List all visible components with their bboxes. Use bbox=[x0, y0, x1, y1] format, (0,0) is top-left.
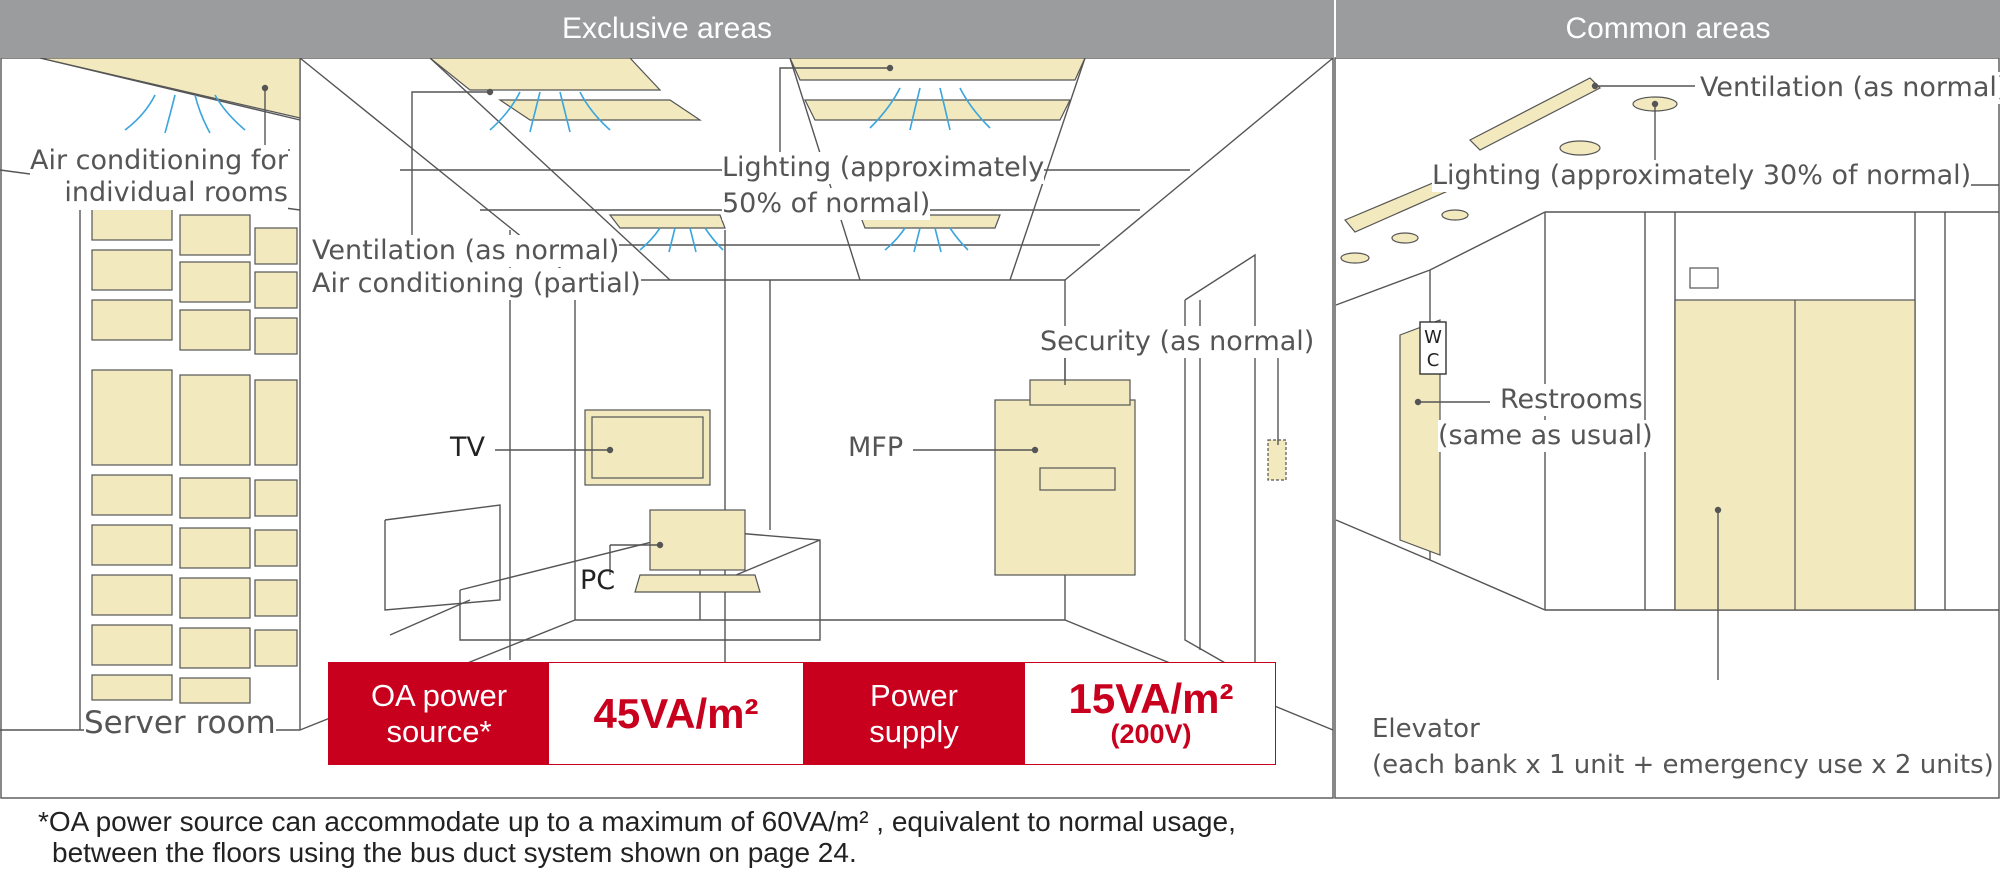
label-elevator-line2: (each bank x 1 unit + emergency use x 2 … bbox=[1372, 750, 1994, 780]
label-ac-individual: Air conditioning for individual rooms bbox=[30, 145, 288, 210]
label-lighting-50-line2: 50% of normal) bbox=[722, 188, 931, 221]
oa-power-label: OA power source* bbox=[329, 663, 549, 764]
airflow-icon bbox=[124, 87, 991, 253]
power-supply-voltage: (200V) bbox=[1110, 718, 1192, 749]
footnote-line2: between the floors using the bus duct sy… bbox=[52, 837, 857, 869]
label-pc: PC bbox=[580, 565, 616, 596]
label-tv: TV bbox=[450, 432, 485, 463]
svg-text:C: C bbox=[1427, 350, 1440, 371]
label-elevator-line1: Elevator bbox=[1372, 714, 1480, 744]
label-lighting-50-line1: Lighting (approximately bbox=[722, 152, 1045, 185]
power-supply-value-box: 15VA/m² (200V) bbox=[1027, 663, 1275, 764]
label-lighting-30: Lighting (approximately 30% of normal) bbox=[1432, 160, 1972, 193]
label-security: Security (as normal) bbox=[1040, 326, 1315, 359]
security-panel bbox=[1267, 439, 1287, 481]
label-ventilation-exclusive: Ventilation (as normal) bbox=[312, 235, 620, 268]
svg-text:W: W bbox=[1424, 327, 1442, 348]
footnote-line1: *OA power source can accommodate up to a… bbox=[38, 806, 1236, 837]
label-ventilation-common: Ventilation (as normal) bbox=[1700, 72, 2000, 105]
label-server-room: Server room bbox=[84, 705, 276, 743]
label-ac-partial: Air conditioning (partial) bbox=[312, 268, 641, 301]
label-mfp: MFP bbox=[848, 432, 904, 463]
label-restrooms-line1: Restrooms bbox=[1500, 384, 1643, 417]
ceiling-panel bbox=[39, 57, 301, 119]
power-panel bbox=[328, 662, 1276, 765]
power-supply-label: Power supply bbox=[803, 663, 1025, 764]
pc bbox=[649, 509, 746, 571]
common-areas-header: Common areas bbox=[1336, 0, 2000, 58]
label-restrooms-line2: (same as usual) bbox=[1438, 420, 1653, 453]
exclusive-area-frame bbox=[0, 57, 1334, 799]
exclusive-areas-header: Exclusive areas bbox=[0, 0, 1334, 58]
oa-power-value: 45VA/m² bbox=[551, 663, 801, 764]
wc-sign bbox=[1419, 321, 1447, 375]
power-supply-value: 15VA/m² bbox=[1068, 674, 1234, 722]
common-area-frame bbox=[1334, 57, 2000, 799]
footnote: *OA power source can accommodate up to a… bbox=[38, 806, 1236, 869]
